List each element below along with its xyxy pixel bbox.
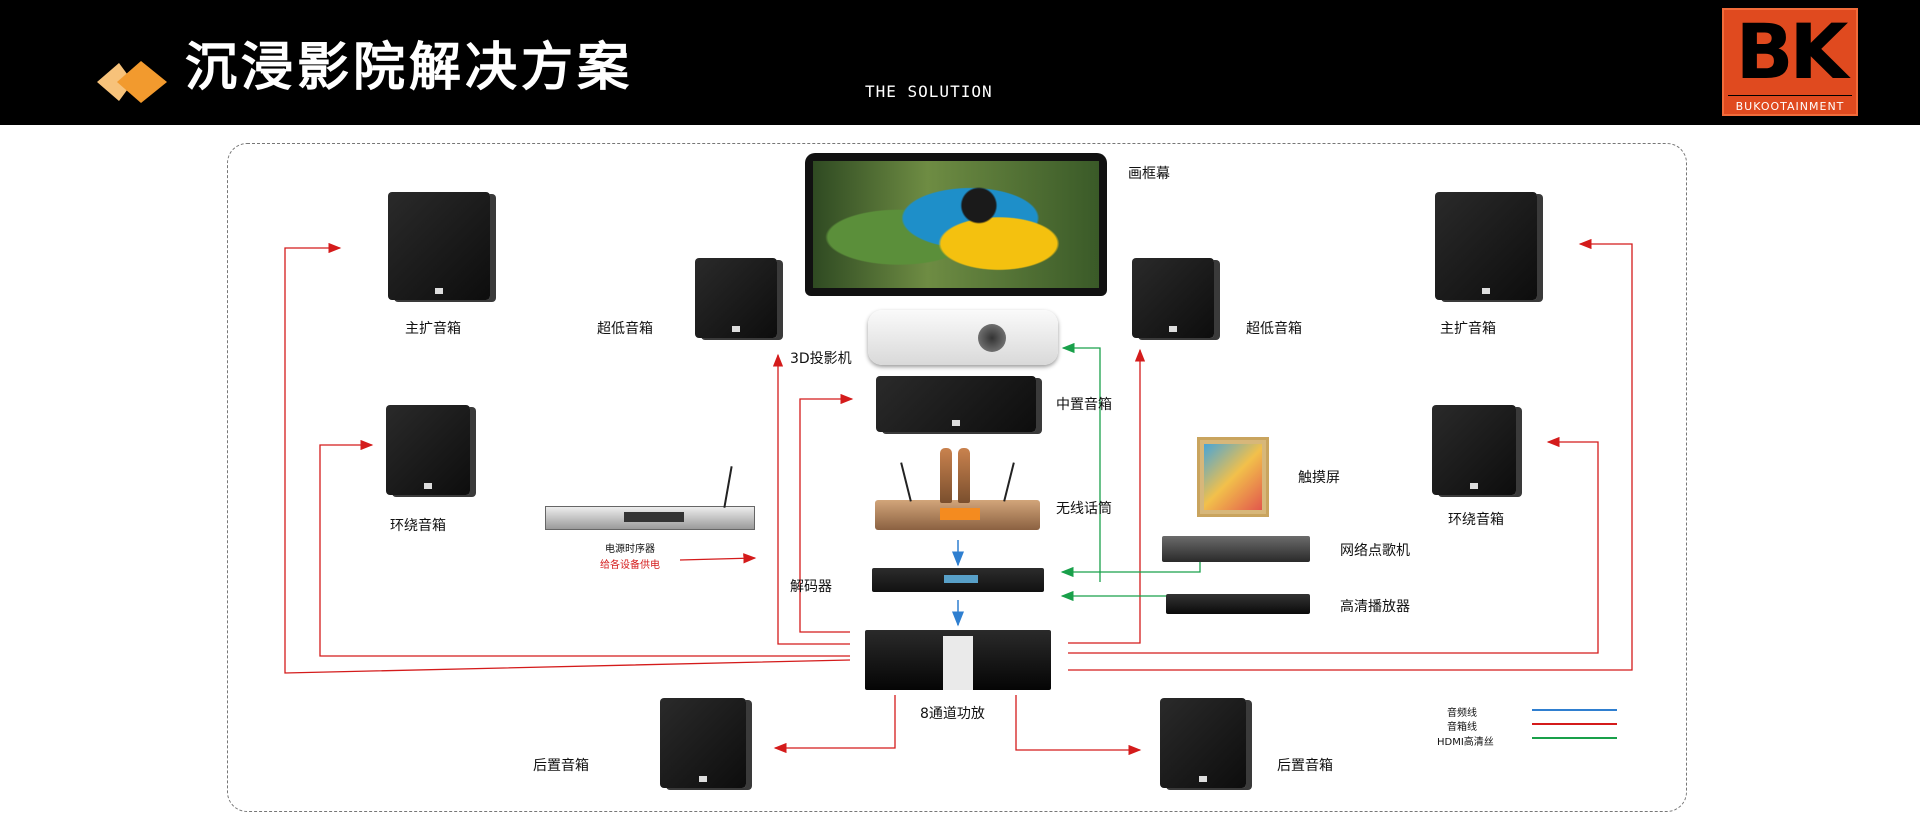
main-speaker-right	[1435, 192, 1537, 300]
legend-line-hdmi	[1532, 737, 1617, 739]
rear-speaker-right	[1160, 698, 1246, 788]
mic-handheld	[958, 448, 970, 503]
wire-hdmi-ktv	[1060, 557, 1201, 578]
center-speaker	[876, 376, 1036, 432]
curved-screen	[805, 153, 1107, 296]
wire-surround-left	[319, 439, 850, 657]
subwoofer-right	[1132, 258, 1214, 338]
label-main-right: 主扩音箱	[1440, 321, 1496, 337]
label-sequencer-note: 给各设备供电	[600, 560, 660, 571]
brand-logo: BK BUKOOTAINMENT	[1722, 8, 1858, 116]
wire-power	[679, 553, 757, 564]
mic-handheld	[940, 448, 952, 503]
ktv-player	[1162, 536, 1310, 562]
label-rear-left: 后置音箱	[533, 758, 589, 774]
header-bar: 沉浸影院解决方案 THE SOLUTION BK BUKOOTAINMENT	[0, 0, 1920, 125]
wire-hdmi-projector	[1061, 342, 1101, 582]
wire-main-left	[284, 242, 851, 674]
diamond-icon	[97, 61, 167, 103]
legend-line-speaker	[1532, 723, 1617, 725]
amplifier	[865, 630, 1051, 690]
label-projector: 3D投影机	[790, 351, 852, 367]
label-ktv: 网络点歌机	[1340, 543, 1410, 559]
legend-line-audio	[1532, 709, 1617, 711]
wire-surround-right	[1068, 436, 1599, 654]
parrot-image	[813, 161, 1099, 288]
label-sub-left: 超低音箱	[597, 321, 653, 337]
rear-speaker-left	[660, 698, 746, 788]
page-subtitle: THE SOLUTION	[865, 82, 993, 101]
wire-sub-left	[772, 353, 850, 645]
hd-player	[1166, 594, 1310, 614]
label-sequencer: 电源时序器	[605, 544, 655, 555]
wire-center	[799, 393, 854, 633]
diagram-frame	[227, 143, 1687, 812]
surround-speaker-right	[1432, 405, 1516, 495]
legend-label-hdmi: HDMI高清丝	[1437, 737, 1494, 748]
wire-rear-left	[773, 695, 896, 754]
label-hd-player: 高清播放器	[1340, 599, 1410, 615]
label-touch: 触摸屏	[1298, 470, 1340, 486]
subwoofer-left	[695, 258, 777, 338]
page-title: 沉浸影院解决方案	[185, 38, 634, 98]
logo-divider	[1728, 95, 1852, 96]
wire-main-right	[1068, 238, 1633, 671]
projector-lens	[978, 324, 1006, 352]
main-speaker-left	[388, 192, 490, 300]
wireless-mic-receiver	[875, 500, 1040, 530]
label-mic: 无线话筒	[1056, 501, 1112, 517]
label-surround-left: 环绕音箱	[390, 518, 446, 534]
logo-mark: BK	[1735, 7, 1849, 96]
label-decoder: 解码器	[790, 579, 832, 595]
legend-label-audio: 音频线	[1447, 708, 1477, 719]
touch-screen	[1197, 437, 1269, 517]
label-surround-right: 环绕音箱	[1448, 512, 1504, 528]
power-sequencer	[545, 506, 755, 530]
label-screen: 画框幕	[1128, 166, 1170, 182]
projector	[868, 310, 1058, 365]
wire-sub-right	[1068, 348, 1146, 644]
label-rear-right: 后置音箱	[1277, 758, 1333, 774]
logo-name: BUKOOTAINMENT	[1735, 100, 1845, 113]
wire-rear-right	[1015, 695, 1142, 756]
label-sub-right: 超低音箱	[1246, 321, 1302, 337]
surround-speaker-left	[386, 405, 470, 495]
label-amp: 8通道功放	[920, 706, 985, 722]
label-center: 中置音箱	[1056, 397, 1112, 413]
decoder	[872, 568, 1044, 592]
label-main-left: 主扩音箱	[405, 321, 461, 337]
legend-label-speaker: 音箱线	[1447, 722, 1477, 733]
